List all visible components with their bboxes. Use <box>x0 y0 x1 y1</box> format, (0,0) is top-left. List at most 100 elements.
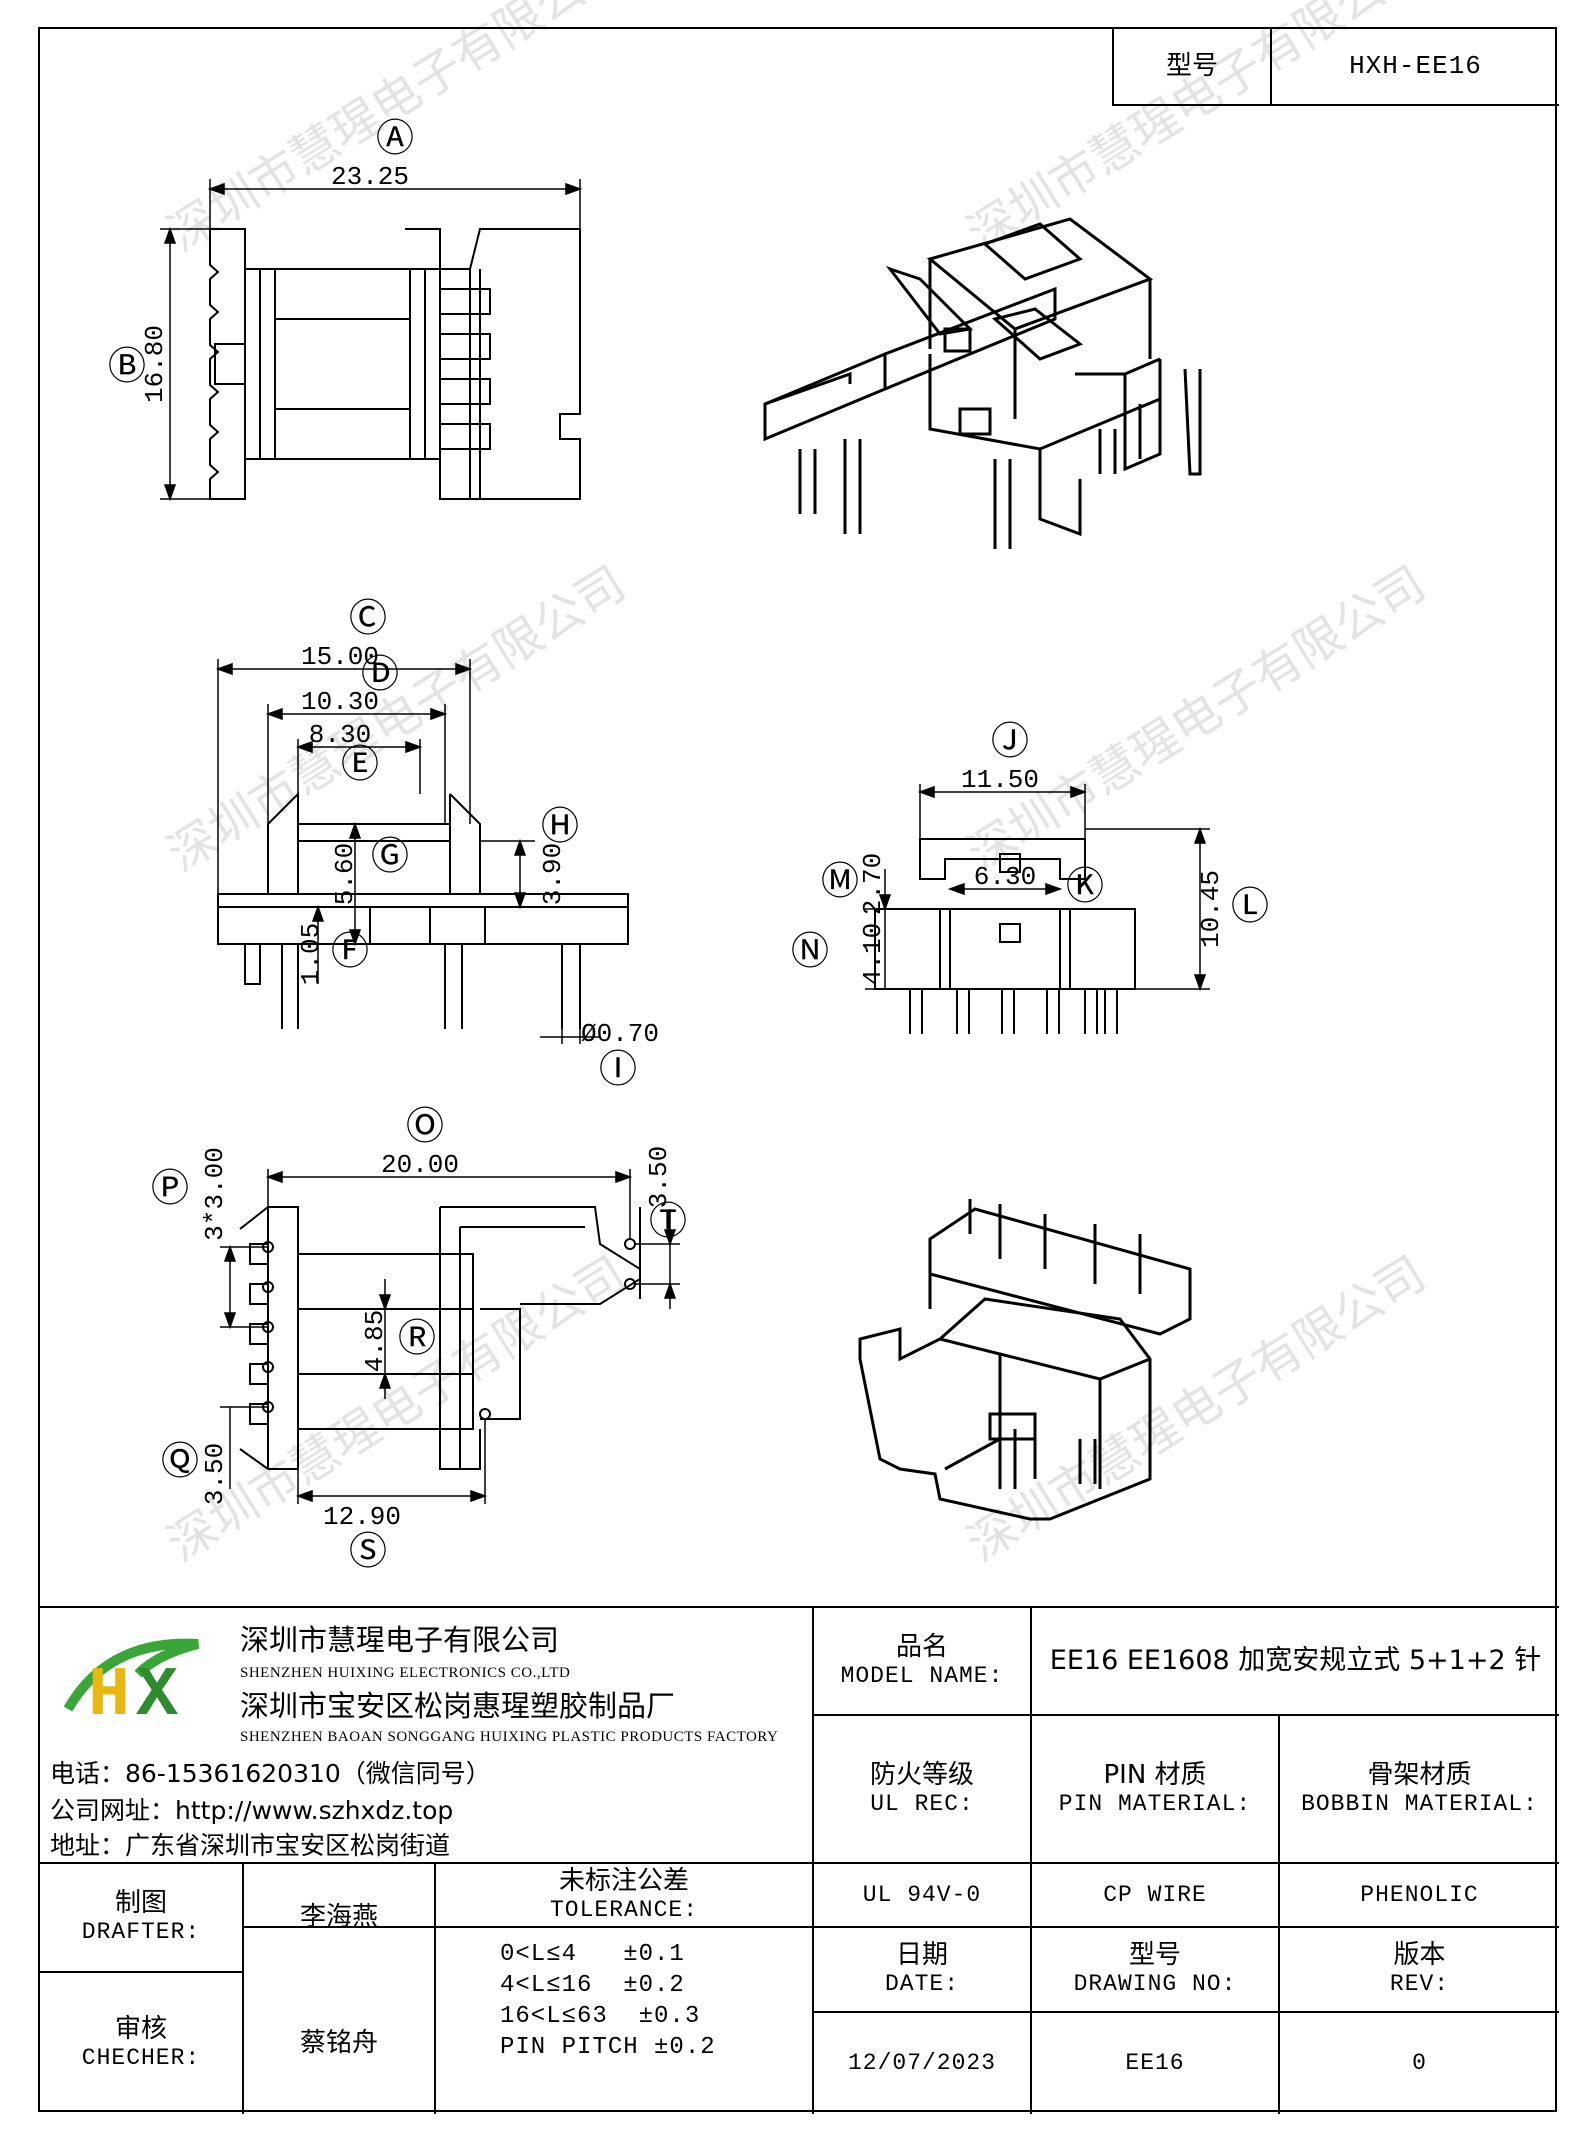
checker-value: 蔡铭舟 <box>299 2027 378 2058</box>
model-name-en: MODEL NAME: <box>840 1662 1004 1689</box>
dim-c-label: Ⓒ <box>349 598 387 643</box>
logo-h-icon: H <box>88 1657 130 1736</box>
dim-a-label: Ⓐ <box>376 118 414 163</box>
dim-r-label: Ⓡ <box>398 1318 436 1363</box>
logo-x-icon: X <box>136 1657 178 1736</box>
dim-g-value: 5.60 <box>330 843 360 905</box>
model-name-cn: 品名 <box>895 1631 948 1662</box>
dim-o-value: 20.00 <box>381 1150 459 1180</box>
header-model-value: HXH-EE16 <box>1349 50 1482 81</box>
dim-t-label: Ⓣ <box>649 1201 687 1246</box>
dim-g-label: Ⓖ <box>371 836 409 881</box>
tolerance-line: 4<L≤16 ±0.2 <box>500 1972 685 1999</box>
factory-name-cn: 深圳市宝安区松岗惠瑆塑胶制品厂 <box>240 1689 676 1723</box>
dim-o-label: Ⓞ <box>406 1106 444 1151</box>
dim-q-label: Ⓠ <box>161 1441 199 1486</box>
dim-s-label: Ⓢ <box>349 1531 387 1576</box>
dim-l-label: Ⓛ <box>1231 886 1269 931</box>
dim-c-value: 15.00 <box>301 642 379 672</box>
model-name-header: 品名 MODEL NAME: <box>814 1608 1030 1714</box>
iso-view-top <box>763 217 1202 549</box>
dim-a-value: 23.25 <box>331 162 409 192</box>
ul-rec-en: UL REC: <box>870 1790 974 1817</box>
bobbin-material-value: PHENOLIC <box>1360 1881 1479 1908</box>
dim-n-label: Ⓝ <box>791 931 829 976</box>
company-address: 地址：广东省深圳市宝安区松岗街道 <box>50 1831 451 1860</box>
dim-p-label: Ⓟ <box>151 1168 189 1213</box>
pin-material-header: PIN 材质 PIN MATERIAL: <box>1032 1716 1278 1862</box>
dim-b-value: 16.80 <box>140 325 170 403</box>
dim-n-value: 4.10 <box>858 923 888 985</box>
pin-material-cn: PIN 材质 <box>1103 1759 1207 1790</box>
drafter-header: 制图 DRAFTER: <box>40 1864 242 1971</box>
top-view-drawing: 23.25 Ⓐ 16.80 Ⓑ <box>108 118 1269 1576</box>
ul-rec-value: UL 94V-0 <box>862 1881 982 1908</box>
tolerance-header: 未标注公差 TOLERANCE: <box>436 1864 812 1926</box>
model-name-value: EE16 EE1608 加宽安规立式 5+1+2 针 <box>1049 1645 1542 1677</box>
dim-m-value: 2.70 <box>858 853 888 915</box>
checker-header: 审核 CHECHER: <box>40 1973 242 2114</box>
drafter-value: 李海燕 <box>299 1901 378 1932</box>
logo-swoosh-icon <box>63 1638 200 1712</box>
dim-d-label: Ⓓ <box>361 654 399 699</box>
rev-header: 版本 REV: <box>1280 1928 1559 2011</box>
drawing-no-cn: 型号 <box>1128 1940 1181 1971</box>
tolerance-list: 0<L≤4 ±0.1 4<L≤16 ±0.2 16<L≤63 ±0.3 PIN … <box>500 1939 800 2063</box>
dim-e-value: 8.30 <box>309 720 371 750</box>
date-header: 日期 DATE: <box>814 1928 1030 2011</box>
checker-en: CHECHER: <box>81 2045 201 2072</box>
pin-material-value: CP WIRE <box>1103 1881 1207 1908</box>
dim-i-value: Ø0.70 <box>581 1019 659 1049</box>
company-website: 公司网址：http://www.szhxdz.top <box>50 1796 454 1825</box>
pin-material-en: PIN MATERIAL: <box>1058 1790 1252 1817</box>
dim-j-label: Ⓙ <box>991 721 1029 766</box>
rev-en: REV: <box>1389 1971 1450 1998</box>
drawing-no-header: 型号 DRAWING NO: <box>1032 1928 1278 2011</box>
company-name-en: SHENZHEN HUIXING ELECTRONICS CO.,LTD <box>240 1665 571 1681</box>
tolerance-line: PIN PITCH ±0.2 <box>500 2034 716 2061</box>
dim-t-value: 3.50 <box>644 1146 674 1208</box>
dim-h-label: Ⓗ <box>541 806 579 851</box>
company-phone: 电话：86-15361620310（微信同号） <box>50 1759 491 1788</box>
dim-q-value: 3.50 <box>200 1443 230 1505</box>
bobbin-material-header: 骨架材质 BOBBIN MATERIAL: <box>1280 1716 1559 1862</box>
date-cn: 日期 <box>895 1940 948 1971</box>
dim-r-value: 4.85 <box>360 1310 390 1372</box>
dim-d-value: 10.30 <box>301 687 379 717</box>
factory-name-en: SHENZHEN BAOAN SONGGANG HUIXING PLASTIC … <box>240 1729 779 1745</box>
dim-j-value: 11.50 <box>961 765 1039 795</box>
checker-cn: 审核 <box>114 2014 167 2045</box>
dim-p-value: 3*3.00 <box>200 1147 230 1241</box>
ul-rec-header: 防火等级 UL REC: <box>814 1716 1030 1862</box>
date-en: DATE: <box>884 1971 959 1998</box>
dim-f-label: Ⓕ <box>331 931 369 976</box>
dim-f-value: 1.05 <box>296 923 326 985</box>
dim-h-value: 3.90 <box>538 843 568 905</box>
ul-rec-cn: 防火等级 <box>869 1759 974 1790</box>
dim-e-label: Ⓔ <box>341 744 379 789</box>
company-name-cn: 深圳市慧瑆电子有限公司 <box>240 1623 560 1657</box>
tolerance-line: 0<L≤4 ±0.1 <box>500 1941 685 1968</box>
rev-cn: 版本 <box>1393 1940 1446 1971</box>
rev-value: 0 <box>1412 2050 1427 2077</box>
tolerance-line: 16<L≤63 ±0.3 <box>500 2003 701 2030</box>
tolerance-en: TOLERANCE: <box>549 1896 699 1923</box>
header-model-label: 型号 <box>1165 50 1218 81</box>
dim-l-value: 10.45 <box>1196 870 1226 948</box>
dim-s-value: 12.90 <box>323 1502 401 1532</box>
company-logo: H X <box>63 1638 200 1736</box>
dim-k-label: Ⓚ <box>1066 866 1104 911</box>
drafter-en: DRAFTER: <box>81 1919 201 1946</box>
tolerance-cn: 未标注公差 <box>558 1865 689 1896</box>
drawing-no-value: EE16 <box>1125 2050 1185 2077</box>
bobbin-material-en: BOBBIN MATERIAL: <box>1301 1790 1538 1817</box>
dim-m-label: Ⓜ <box>821 861 859 906</box>
drafter-cn: 制图 <box>114 1888 167 1919</box>
drawing-sheet: 型号 HXH-EE16 <box>38 27 1559 2114</box>
drawing-no-en: DRAWING NO: <box>1073 1971 1237 1998</box>
iso-view-bottom <box>858 1199 1192 1521</box>
dim-k-value: 6.30 <box>974 862 1036 892</box>
date-value: 12/07/2023 <box>847 2050 997 2077</box>
dim-b-label: Ⓑ <box>108 346 146 391</box>
bobbin-material-cn: 骨架材质 <box>1367 1759 1472 1790</box>
